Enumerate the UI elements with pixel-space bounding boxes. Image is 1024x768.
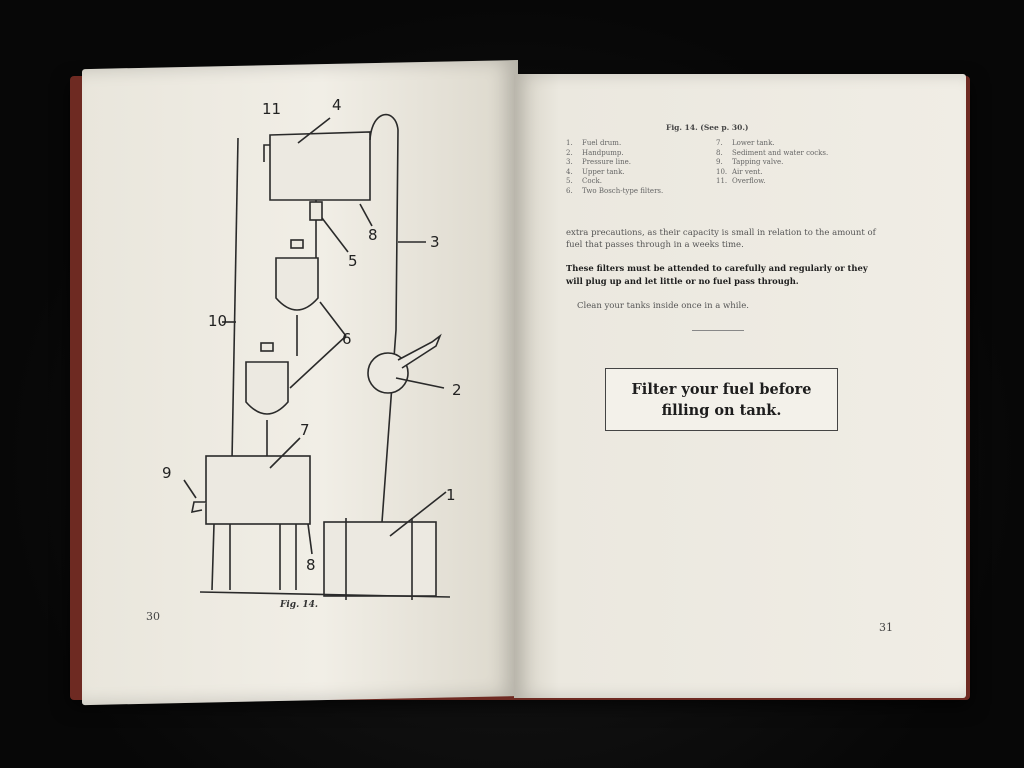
fuel-system-diagram: 11 4 8 3 5 10 6 2 7 9 1 8: [162, 96, 462, 600]
handpump-lever: [397, 333, 442, 369]
handpump-shape: [367, 352, 409, 394]
legend-item: 4.Upper tank.: [566, 167, 625, 176]
legend-item: 6.Two Bosch-type filters.: [566, 186, 664, 195]
page-number-right: 31: [879, 621, 893, 634]
overflow-pipe: [263, 144, 270, 162]
tapping-valve-shape: [190, 501, 206, 514]
filter-upper-shape: [275, 257, 319, 311]
lower-tank-shape: [205, 455, 311, 525]
fuel-drum-shape: [323, 521, 437, 597]
section-divider: [692, 330, 744, 331]
diagram-label-5: 5: [348, 252, 358, 270]
figure-heading: Fig. 14. (See p. 30.): [666, 123, 749, 132]
diagram-label-8-upper: 8: [368, 226, 378, 244]
figure-caption-left: Fig. 14.: [280, 600, 319, 610]
legend-item: 9.Tapping valve.: [716, 158, 784, 167]
pressure-line-pipe: [369, 113, 399, 523]
diagram-label-9: 9: [162, 464, 172, 482]
cock-shape: [309, 201, 323, 221]
diagram-label-8-lower: 8: [306, 556, 316, 574]
legend-item: 8.Sediment and water cocks.: [716, 148, 829, 157]
legend-item: 11.Overflow.: [716, 177, 766, 186]
diagram-label-11: 11: [262, 100, 281, 118]
legend-item: 1.Fuel drum.: [566, 139, 622, 147]
legend-item: 2.Handpump.: [566, 148, 624, 157]
page-number-left: 30: [146, 610, 160, 623]
diagram-label-6: 6: [342, 330, 352, 348]
diagram-label-4: 4: [332, 96, 342, 114]
diagram-label-7: 7: [300, 421, 310, 439]
legend-item: 3.Pressure line.: [566, 158, 631, 167]
diagram-label-10: 10: [208, 312, 227, 330]
diagram-label-3: 3: [430, 233, 440, 251]
legend-item: 7.Lower tank.: [716, 139, 775, 147]
legend-item: 5.Cock.: [566, 177, 602, 186]
paragraph-extra-precautions: extra precautions, as their capacity is …: [566, 227, 876, 251]
note-text: Filter your fuel before filling on tank.: [631, 380, 812, 419]
legend-item: 10.Air vent.: [716, 167, 763, 176]
filter-fuel-note-box: Filter your fuel before filling on tank.: [605, 368, 838, 431]
filter-lower-shape: [245, 361, 289, 415]
upper-tank-shape: [269, 131, 371, 201]
figure-legend-right: 7.Lower tank. 8.Sediment and water cocks…: [716, 139, 828, 187]
diagram-label-2: 2: [452, 381, 462, 399]
diagram-label-1: 1: [446, 486, 456, 504]
figure-legend-left: 1.Fuel drum. 2.Handpump. 3.Pressure line…: [566, 139, 663, 197]
paragraph-filters-warning: These filters must be attended to carefu…: [566, 263, 868, 286]
paragraph-clean-tanks: Clean your tanks inside once in a while.: [577, 300, 749, 311]
air-vent-pipe: [231, 137, 239, 461]
